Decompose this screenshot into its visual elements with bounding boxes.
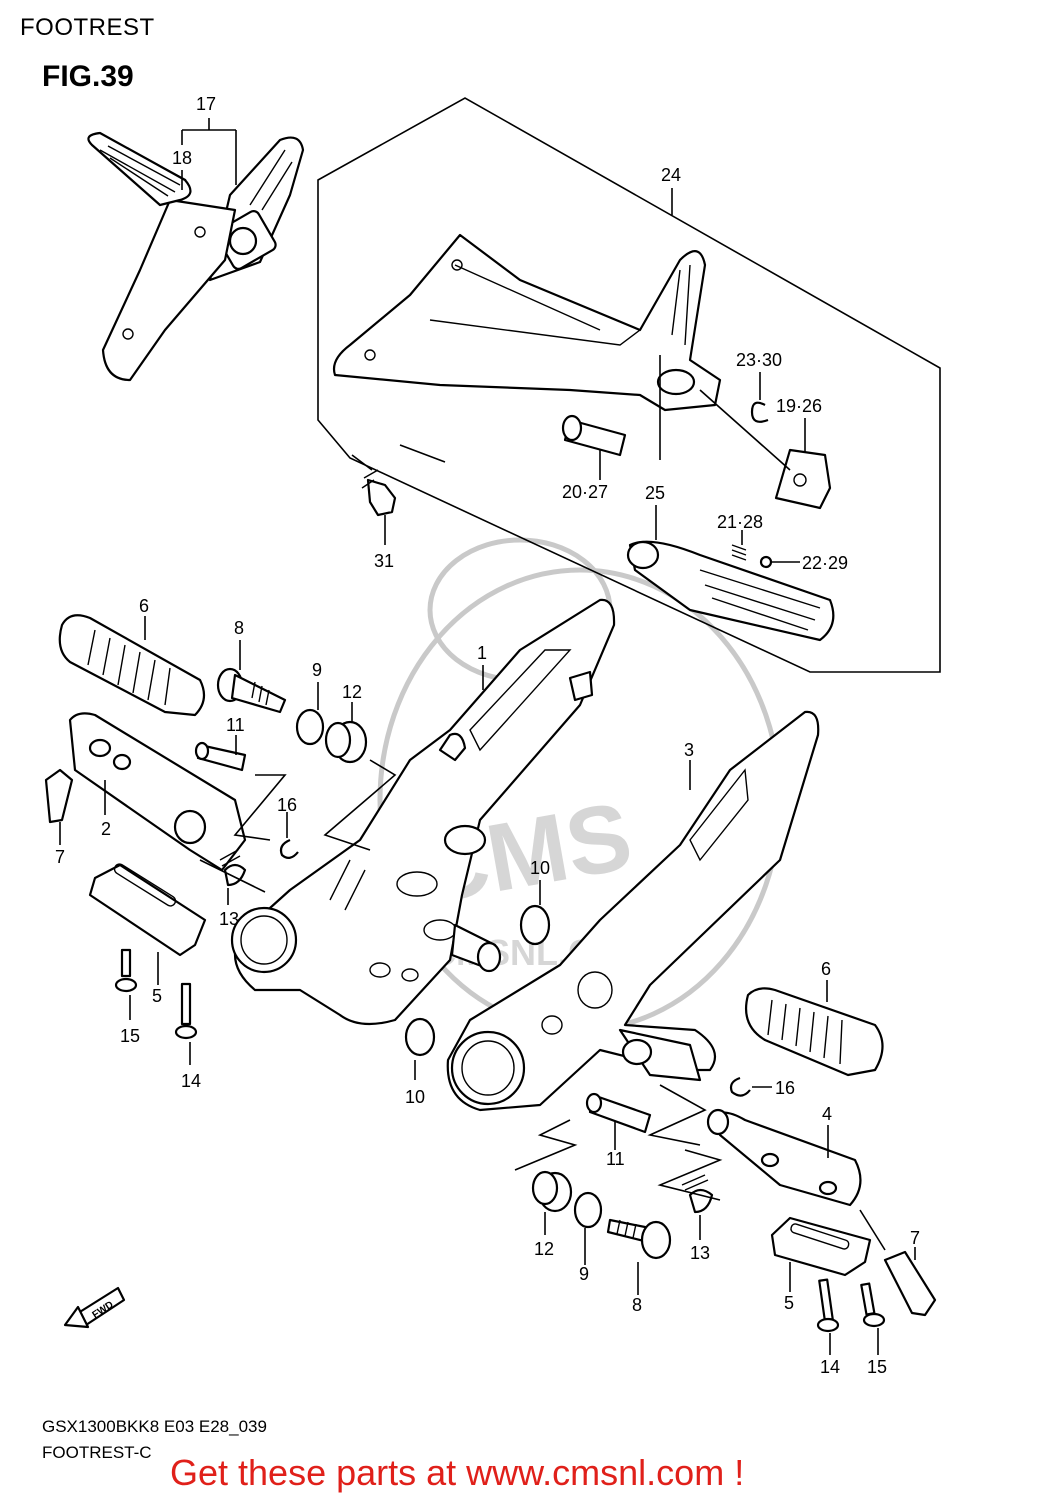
part-14-bolt-left: [174, 982, 198, 1040]
part-10-washer-lower: [404, 1017, 436, 1057]
label-13-right: 13: [690, 1243, 710, 1263]
part-10-washer-upper: [519, 904, 551, 946]
part-13-spring-left: [219, 849, 247, 887]
label-12-left: 12: [342, 682, 362, 702]
label-5-right: 5: [784, 1293, 794, 1313]
label-14-right: 14: [820, 1357, 840, 1377]
part-31-bolt: [361, 469, 397, 517]
model-code: GSX1300BKK8 E03 E28_039: [42, 1417, 267, 1436]
part-9-washer-right: [573, 1191, 603, 1229]
label-8-left: 8: [234, 618, 244, 638]
label-5-left: 5: [152, 986, 162, 1006]
label-11-right: 11: [606, 1149, 625, 1169]
label-31: 31: [374, 551, 394, 571]
label-14-left: 14: [181, 1071, 201, 1091]
label-24: 24: [661, 165, 681, 185]
figure-title: FIG.39: [42, 60, 134, 93]
part-15-bolt-right: [860, 1282, 886, 1328]
part-6-footpeg-rubber-right: [744, 987, 884, 1077]
part-5-plate-left: [88, 863, 207, 957]
label-11-left: 11: [226, 715, 245, 735]
label-9-right: 9: [579, 1264, 589, 1284]
part-2-footpeg-left: [68, 712, 247, 872]
part-16-clip-right: [729, 1076, 751, 1097]
label-22-29: 22·29: [802, 553, 848, 573]
part-4-footpeg-right: [706, 1108, 862, 1207]
part-1-footrest-bracket-left: [230, 598, 616, 1026]
part-5-plate-right: [770, 1216, 872, 1277]
part-7-end-cap-right: [883, 1250, 937, 1317]
label-7-right: 7: [910, 1228, 920, 1248]
part-7-end-cap-left: [44, 768, 74, 824]
part-25-rear-footpeg: [626, 540, 835, 642]
part-9-washer-left: [295, 708, 325, 746]
label-20-27: 20·27: [562, 482, 608, 502]
label-6-right: 6: [821, 959, 831, 979]
fwd-arrow-icon: FWD: [63, 1286, 126, 1329]
label-15-left: 15: [120, 1026, 140, 1046]
part-11-pin-right: [585, 1092, 652, 1134]
label-16-right: 16: [775, 1078, 795, 1098]
label-18: 18: [172, 148, 192, 168]
part-21-spring: [731, 544, 747, 561]
part-8-bolt-right: [606, 1218, 672, 1260]
part-22-ball: [759, 555, 773, 569]
label-13-left: 13: [219, 909, 239, 929]
part-12-bushing-right: [531, 1170, 573, 1213]
label-17: 17: [196, 94, 216, 114]
label-23-30: 23·30: [736, 350, 782, 370]
label-10-lower: 10: [405, 1087, 425, 1107]
label-6-left: 6: [139, 596, 149, 616]
part-17-rear-footrest-assembly: [87, 131, 305, 382]
part-24-rear-bracket: [332, 233, 722, 412]
part-20-pin: [561, 414, 627, 457]
label-21-28: 21·28: [717, 512, 763, 532]
part-15-bolt-left: [114, 948, 138, 993]
promo-link[interactable]: Get these parts at www.cmsnl.com !: [170, 1452, 745, 1493]
label-12-right: 12: [534, 1239, 554, 1259]
label-19-26: 19·26: [776, 396, 822, 416]
label-7-left: 7: [55, 847, 65, 867]
part-3-footrest-bracket-right: [446, 710, 820, 1112]
label-10-upper: 10: [530, 858, 550, 878]
label-3: 3: [684, 740, 694, 760]
section-title: FOOTREST: [20, 14, 155, 41]
label-1: 1: [477, 643, 487, 663]
part-14-bolt-right: [816, 1278, 840, 1333]
label-8-right: 8: [632, 1295, 642, 1315]
label-25: 25: [645, 483, 665, 503]
callout-labels: 17 18 24 23·30 19·26 20·27 25 21·28 22·2…: [55, 94, 920, 1377]
part-23-e-clip: [750, 401, 769, 423]
part-8-bolt-left: [216, 667, 287, 714]
part-16-clip-left: [279, 838, 299, 859]
part-6-footpeg-rubber-left: [58, 614, 206, 717]
label-2: 2: [101, 819, 111, 839]
label-15-right: 15: [867, 1357, 887, 1377]
part-12-bushing-left: [324, 720, 368, 764]
part-24-box-outline: [317, 97, 941, 673]
label-16-left: 16: [277, 795, 297, 815]
part-13-spring-right: [681, 1174, 714, 1214]
part-11-pin-left: [194, 741, 247, 772]
part-19-plate: [774, 448, 832, 510]
diagram-subtitle: FOOTREST-C: [42, 1443, 152, 1462]
label-4: 4: [822, 1104, 832, 1124]
label-9-left: 9: [312, 660, 322, 680]
